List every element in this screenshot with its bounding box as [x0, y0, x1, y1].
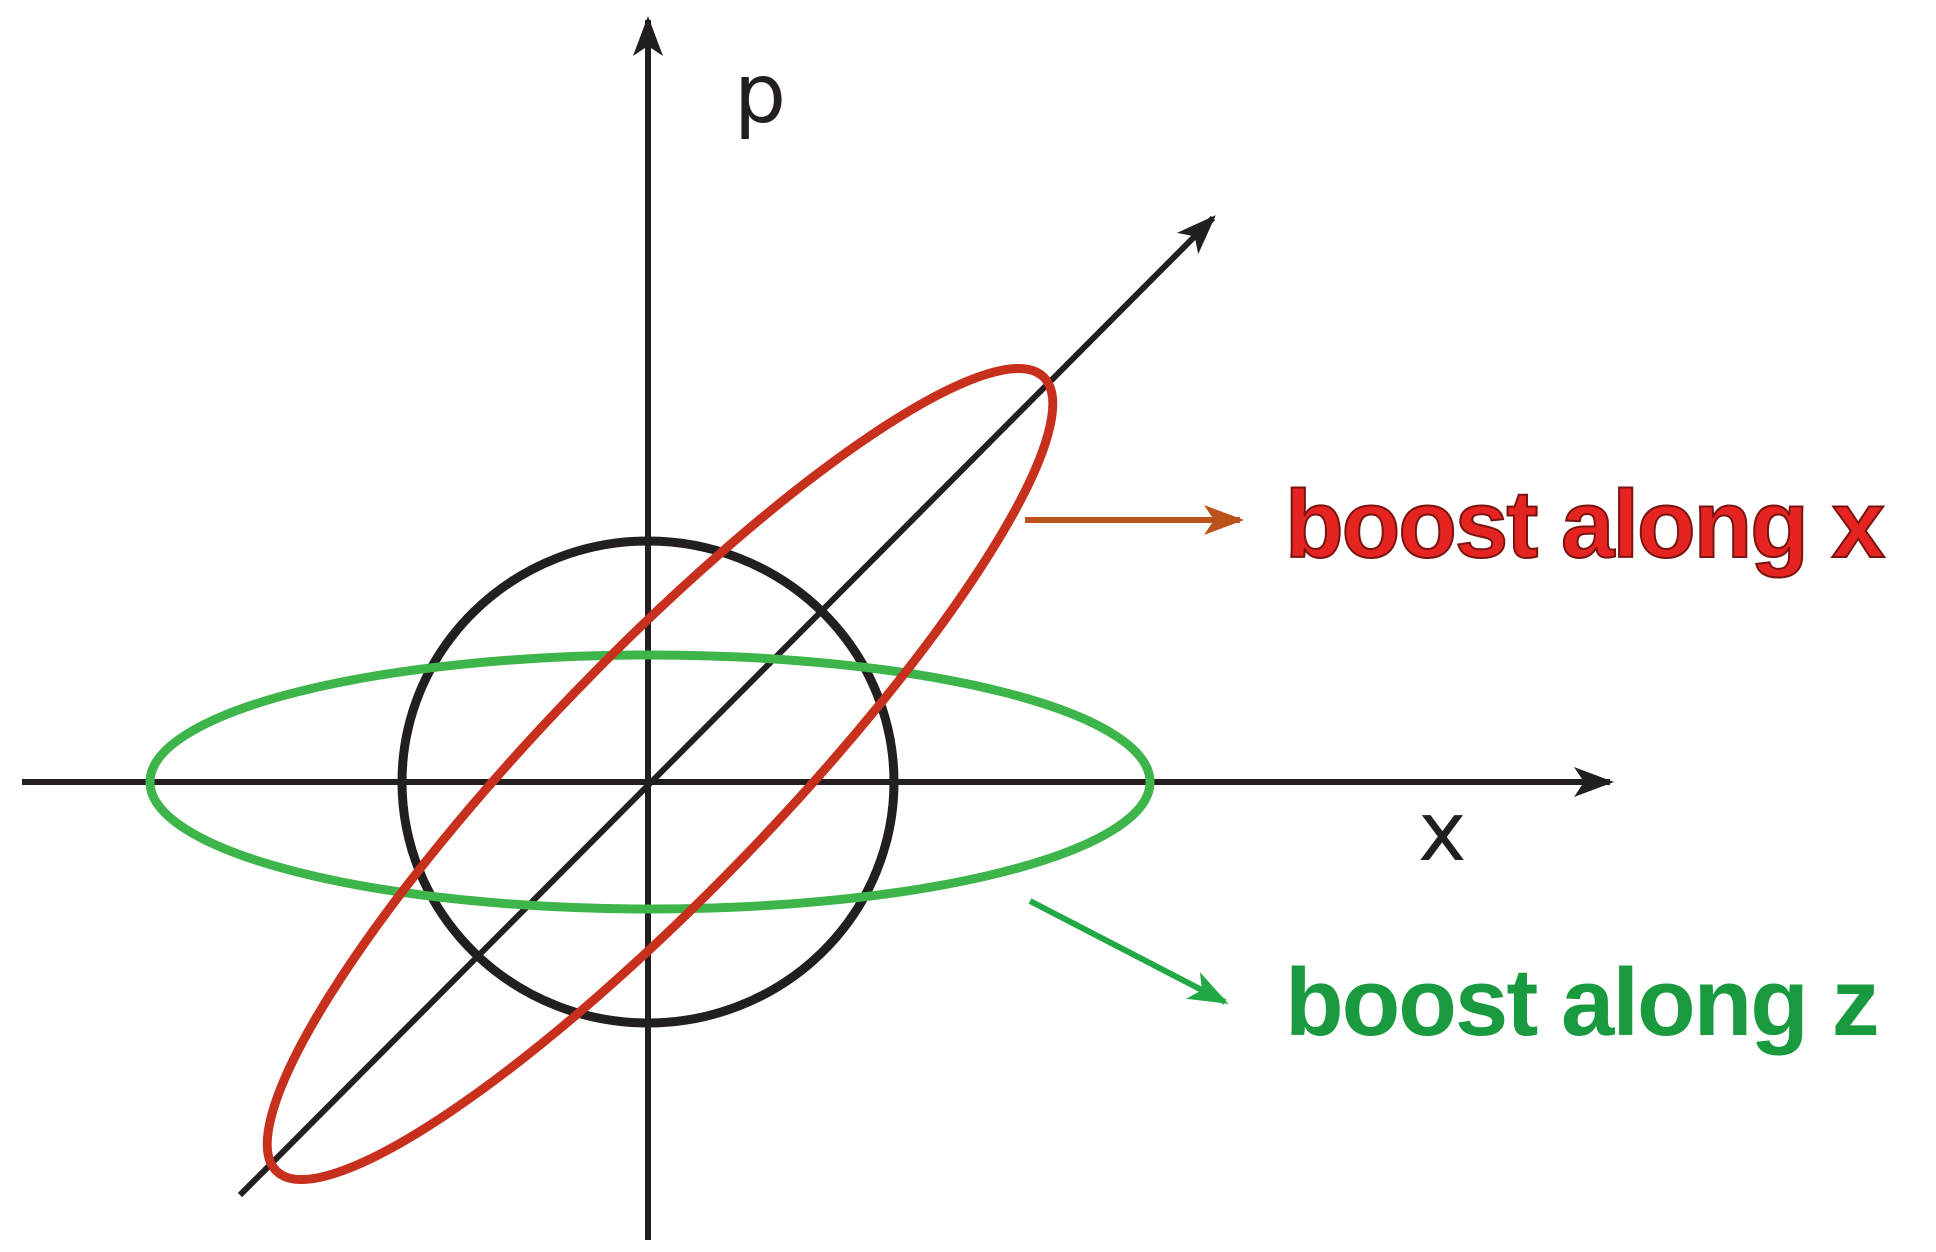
- diagonal-axis: [237, 215, 1216, 1198]
- p-axis-label: p: [734, 47, 786, 142]
- boost-x-ellipse: [262, 364, 1058, 1184]
- boost-z-arrow: [1028, 898, 1229, 1005]
- x-axis-label: x: [1418, 785, 1467, 880]
- boost-z-label: boost along z: [1285, 949, 1878, 1056]
- boost-x-label: boost along x: [1285, 471, 1885, 578]
- circle: [397, 536, 899, 1028]
- boost-z-ellipse: [145, 650, 1155, 914]
